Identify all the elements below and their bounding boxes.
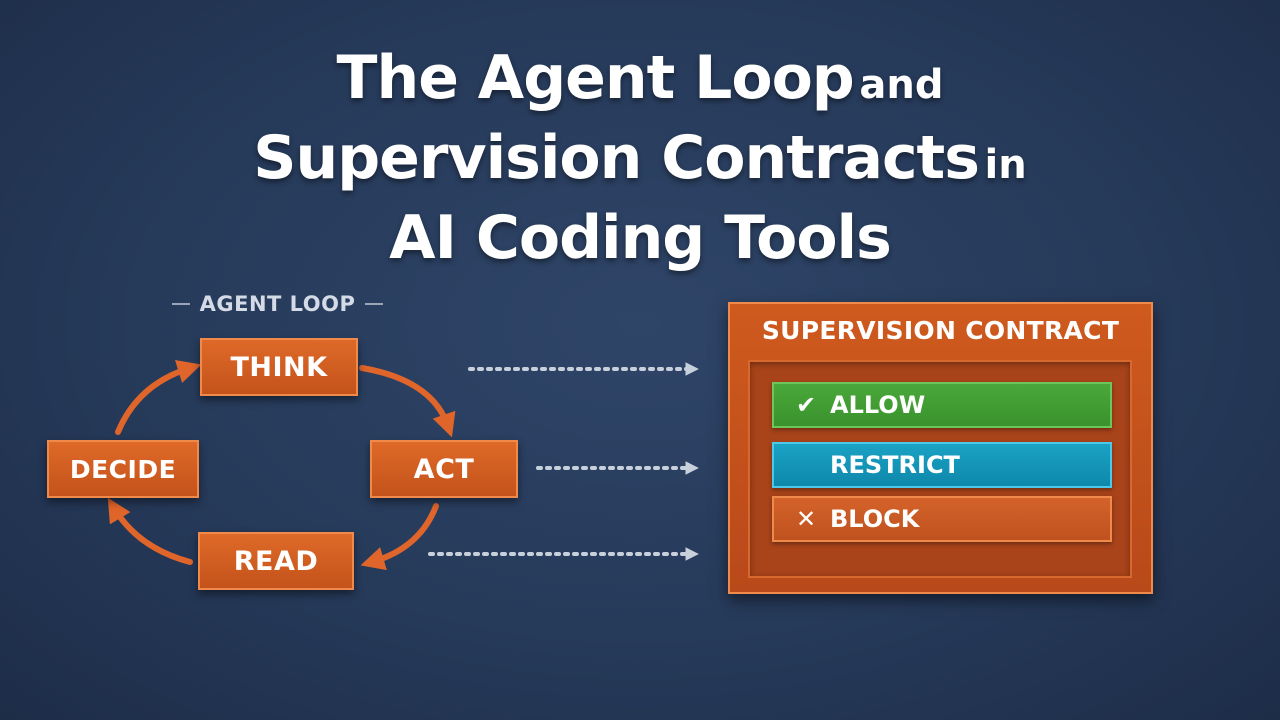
supervision-contract-panel: SUPERVISION CONTRACT ✔ ALLOW RESTRICT ✕ … xyxy=(728,302,1153,594)
rule-restrict: RESTRICT xyxy=(772,442,1112,488)
check-icon: ✔ xyxy=(795,391,817,419)
page-title: The Agent Loop and Supervision Contracts… xyxy=(0,38,1280,278)
title-line-1: The Agent Loop and xyxy=(336,43,944,113)
label-dash-left xyxy=(171,303,190,305)
node-think: THINK xyxy=(200,338,358,396)
title-line-3: AI Coding Tools xyxy=(389,203,892,273)
arrow-read-to-decide xyxy=(107,497,193,565)
node-read: READ xyxy=(198,532,354,590)
contract-title: SUPERVISION CONTRACT xyxy=(761,316,1120,345)
node-act: ACT xyxy=(370,440,518,498)
rule-allow: ✔ ALLOW xyxy=(772,382,1112,428)
node-decide: DECIDE xyxy=(47,440,199,498)
agent-loop-label: AGENT LOOP xyxy=(165,290,390,318)
rule-block: ✕ BLOCK xyxy=(772,496,1112,542)
arrow-think-to-act xyxy=(359,365,456,438)
contract-rules: ✔ ALLOW RESTRICT ✕ BLOCK xyxy=(748,360,1132,578)
arrow-decide-to-think xyxy=(115,360,202,435)
title-line-2: Supervision Contracts in xyxy=(253,123,1027,193)
arrow-act-to-read xyxy=(360,503,439,571)
label-dash-right xyxy=(365,303,384,305)
x-icon: ✕ xyxy=(795,505,817,533)
